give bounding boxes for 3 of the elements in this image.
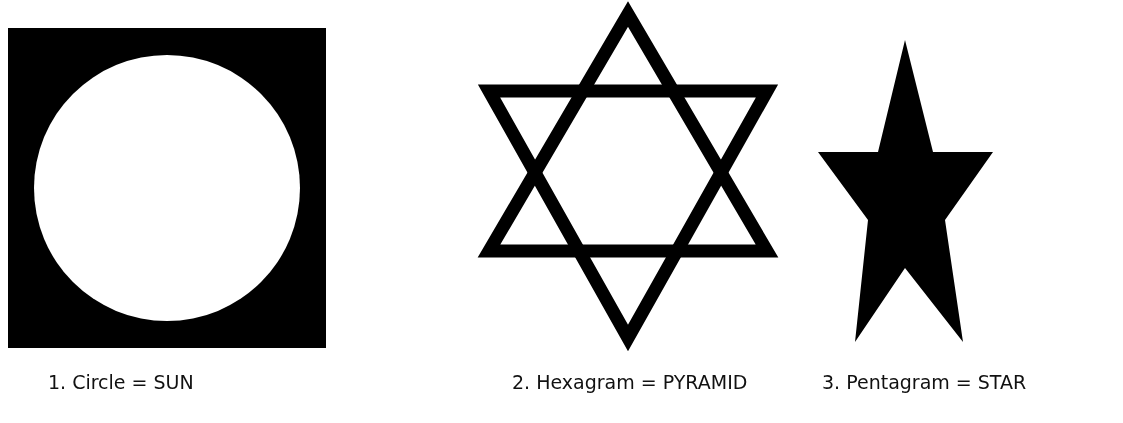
caption: 1. Circle = SUN	[48, 370, 194, 394]
caption: 3. Pentagram = STAR	[822, 370, 1027, 394]
caption: 2. Hexagram = PYRAMID	[512, 370, 748, 394]
